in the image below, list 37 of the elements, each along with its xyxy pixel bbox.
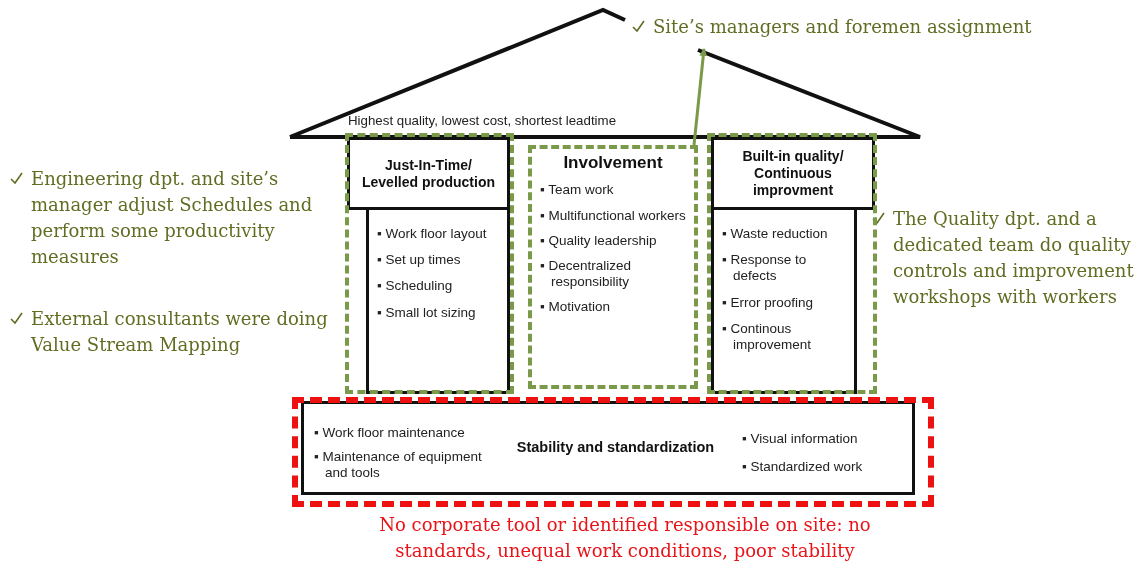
- bullet-item: ▪ Scheduling: [377, 278, 454, 295]
- highlight-box: [292, 397, 934, 507]
- bullet-item: ▪ Work floor maintenance: [314, 424, 466, 441]
- bullet-item: ▪ Motivation: [540, 299, 612, 316]
- bullet-item: ▪ Continous improvement: [722, 320, 813, 354]
- bullet-item: ▪ Team work: [540, 182, 615, 199]
- foundation-box: [301, 401, 915, 495]
- highlight-box: [707, 133, 877, 394]
- bullet-item: ▪ Quality leadership: [540, 232, 658, 249]
- bullet-item: ▪ Set up times: [377, 252, 462, 269]
- annotation-text: External consultants were doing Value Stream Mapping: [31, 307, 329, 358]
- bullet-item: ▪ Multifunctional workers: [540, 207, 686, 224]
- annotation-text: Engineering dpt. and site’s manager adjust Schedules and perform some productivity measures: [31, 167, 314, 270]
- roof-text: Highest quality, lowest cost, shortest leadtime: [348, 113, 693, 131]
- pillar-body-box: [366, 207, 510, 394]
- pillar-title: Built-in quality/ Continuous improvment: [741, 148, 845, 199]
- bullet-item: ▪ Visual information: [742, 430, 859, 447]
- pillar-body-box: [711, 207, 857, 394]
- bullet-item: ▪ Waste reduction: [722, 226, 829, 243]
- bullet-item: ▪ Small lot sizing: [377, 304, 477, 321]
- bullet-item: ▪ Error proofing: [722, 294, 815, 311]
- highlight-box: [528, 145, 698, 389]
- bullet-item: ▪ Maintenance of equipment and tools: [314, 448, 483, 482]
- arrow: [692, 48, 708, 146]
- pillar-title: Just-In-Time/ Levelled production: [361, 156, 496, 191]
- highlight-box: [345, 133, 514, 394]
- bullet-item: ▪ Response to defects: [722, 252, 808, 285]
- caption-text: No corporate tool or identified responsible on site: no standards, unequal work conditions, poor stability: [378, 513, 872, 564]
- bullet-item: ▪ Decentralized responsibility: [540, 257, 633, 291]
- annotation-text: Site’s managers and foremen assignment: [653, 15, 1032, 39]
- pillar-header-box: [347, 137, 510, 210]
- annotation-text: The Quality dpt. and a dedicated team do quality controls and improvement workshops with workers: [893, 207, 1135, 310]
- pillar-title: Involvement: [562, 153, 664, 174]
- bullet-item: ▪ Work floor layout: [377, 226, 487, 243]
- foundation-title: Stability and standardization: [516, 439, 715, 457]
- pillar-header-box: [711, 137, 875, 210]
- bullet-item: ▪ Standardized work: [742, 459, 864, 476]
